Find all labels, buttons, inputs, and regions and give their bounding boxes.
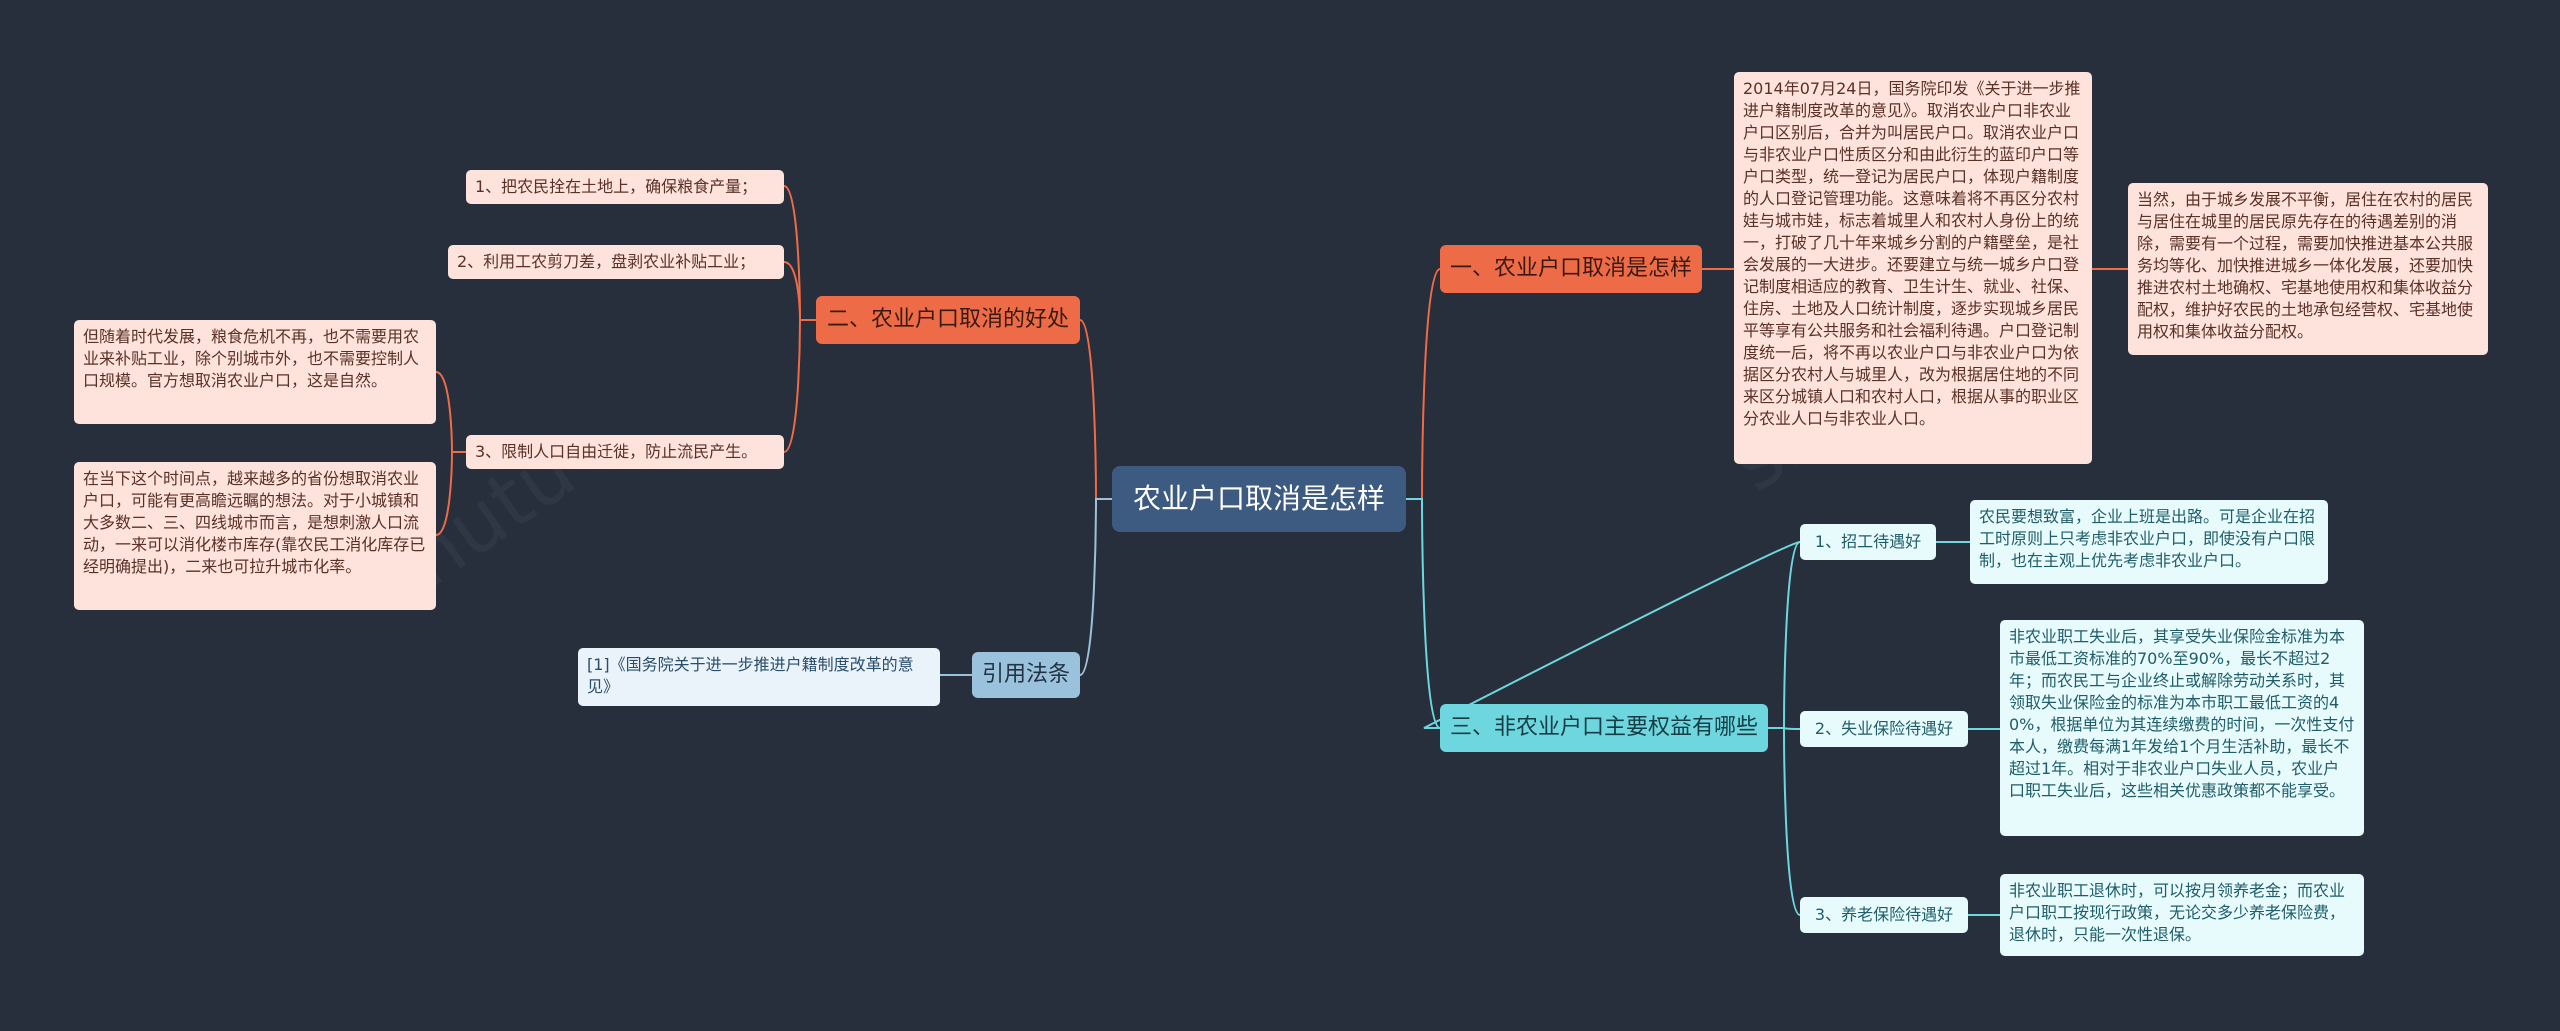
branch-b3[interactable]: 三、非农业户口主要权益有哪些 (1440, 704, 1768, 752)
b2-item-2[interactable]: 2、利用工农剪刀差，盘剥农业补贴工业； (448, 245, 784, 279)
link-b2-item3 (783, 319, 816, 453)
link-item3-detail2 (435, 451, 466, 536)
b3-item-2-text: 非农业职工失业后，其享受失业保险金标准为本市最低工资标准的70%至90%，最长不… (2000, 620, 2364, 836)
link-item3-detail1 (435, 371, 466, 453)
b3-item-3-text: 非农业职工退休时，可以按月领养老金；而农业户口职工按现行政策，无论交多少养老保险… (2000, 874, 2364, 956)
b2-item-1[interactable]: 1、把农民拴在土地上，确保粮食产量； (466, 170, 784, 204)
link-b3-item1 (1423, 541, 1801, 729)
link-root-b1 (1406, 268, 1441, 500)
b3-item-2[interactable]: 2、失业保险待遇好 (1800, 711, 1968, 747)
link-root-b2 (1079, 319, 1112, 500)
branch-b4[interactable]: 引用法条 (972, 652, 1080, 698)
root-node[interactable]: 农业户口取消是怎样 (1112, 466, 1406, 532)
link-root-b4 (1079, 498, 1112, 676)
b2-detail-2: 在当下这个时间点，越来越多的省份想取消农业户口，可能有更高瞻远瞩的想法。对于小城… (74, 462, 436, 610)
b2-item-3[interactable]: 3、限制人口自由迁徙，防止流民产生。 (466, 435, 784, 469)
link-root-b3 (1406, 498, 1441, 729)
link-b3-item1b (1783, 541, 1801, 729)
b3-item-1[interactable]: 1、招工待遇好 (1800, 524, 1936, 560)
b4-text: [1]《国务院关于进一步推进户籍制度改革的意见》 (578, 648, 940, 706)
b3-item-1-text: 农民要想致富，企业上班是出路。可是企业在招工时原则上只考虑非农业户口，即使没有户… (1970, 500, 2328, 584)
branch-b1[interactable]: 一、农业户口取消是怎样 (1440, 245, 1702, 293)
b2-detail-1: 但随着时代发展，粮食危机不再，也不需要用农业来补贴工业，除个别城市外，也不需要控… (74, 320, 436, 424)
b1-text: 2014年07月24日，国务院印发《关于进一步推进户籍制度改革的意见》。取消农业… (1734, 72, 2092, 464)
link-b3-item3 (1768, 727, 1801, 916)
branch-b2[interactable]: 二、农业户口取消的好处 (816, 296, 1080, 344)
b3-item-3[interactable]: 3、养老保险待遇好 (1800, 897, 1968, 933)
b1-note: 当然，由于城乡发展不平衡，居住在农村的居民与居住在城里的居民原先存在的待遇差别的… (2128, 183, 2488, 355)
